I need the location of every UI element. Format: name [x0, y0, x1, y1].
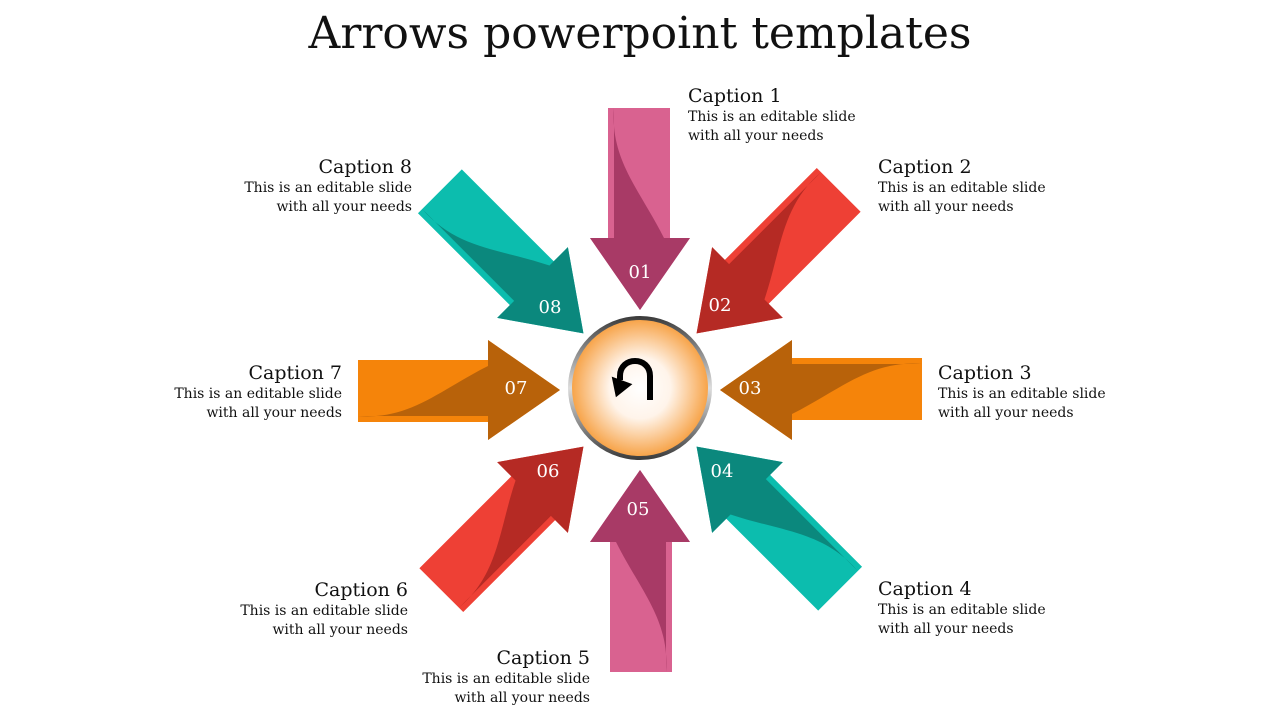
caption-4-title: Caption 4	[878, 578, 972, 600]
arrow-01-number: 01	[629, 262, 652, 283]
arrow-07	[358, 340, 560, 440]
caption-7: Caption 7 This is an editable slide with…	[172, 361, 342, 423]
caption-6-title: Caption 6	[314, 579, 408, 601]
arrow-06-number: 06	[537, 461, 560, 482]
arrow-04-shade	[696, 446, 858, 572]
caption-2: Caption 2 This is an editable slide with…	[878, 155, 1048, 217]
caption-4-text: This is an editable slide with all your …	[878, 602, 1046, 637]
caption-1-text: This is an editable slide with all your …	[688, 109, 856, 144]
arrow-04-number: 04	[711, 461, 734, 482]
caption-7-title: Caption 7	[248, 362, 342, 384]
arrow-04	[696, 446, 863, 611]
arrow-02	[696, 167, 861, 334]
arrow-02-number: 02	[709, 295, 732, 316]
caption-2-title: Caption 2	[878, 156, 972, 178]
arrow-06-shade	[458, 446, 584, 608]
u-turn-arrow-icon	[611, 358, 653, 400]
arrow-06	[419, 446, 584, 613]
caption-3-text: This is an editable slide with all your …	[938, 386, 1106, 421]
caption-6: Caption 6 This is an editable slide with…	[238, 578, 408, 640]
arrow-07-number: 07	[505, 378, 528, 399]
arrow-01: 01	[590, 108, 690, 310]
caption-2-text: This is an editable slide with all your …	[878, 180, 1046, 215]
arrow-05-number: 05	[627, 499, 650, 520]
caption-6-text: This is an editable slide with all your …	[240, 603, 408, 638]
arrow-02-shade	[696, 172, 822, 334]
arrow-08-shade	[422, 208, 584, 334]
arrow-05	[590, 470, 690, 672]
caption-8-title: Caption 8	[318, 156, 412, 178]
arrow-03-shade	[720, 340, 922, 440]
caption-5: Caption 5 This is an editable slide with…	[420, 646, 590, 708]
caption-5-text: This is an editable slide with all your …	[422, 671, 590, 706]
caption-7-text: This is an editable slide with all your …	[174, 386, 342, 421]
arrow-03-number: 03	[739, 378, 762, 399]
caption-1-title: Caption 1	[688, 85, 782, 107]
page-title: Arrows powerpoint templates	[308, 8, 972, 59]
center-circle	[568, 316, 712, 460]
caption-1: Caption 1 This is an editable slide with…	[688, 84, 888, 146]
caption-8-text: This is an editable slide with all your …	[244, 180, 412, 215]
caption-3-title: Caption 3	[938, 362, 1032, 384]
arrow-08	[417, 169, 584, 334]
arrow-01-shade	[590, 108, 690, 310]
caption-3: Caption 3 This is an editable slide with…	[938, 361, 1108, 423]
arrow-07-shade	[358, 340, 560, 440]
caption-4: Caption 4 This is an editable slide with…	[878, 577, 1048, 639]
arrow-08-number: 08	[539, 297, 562, 318]
caption-5-title: Caption 5	[496, 647, 590, 669]
arrow-03	[720, 340, 922, 440]
caption-8: Caption 8 This is an editable slide with…	[232, 155, 412, 217]
arrow-05-shade	[590, 470, 690, 672]
